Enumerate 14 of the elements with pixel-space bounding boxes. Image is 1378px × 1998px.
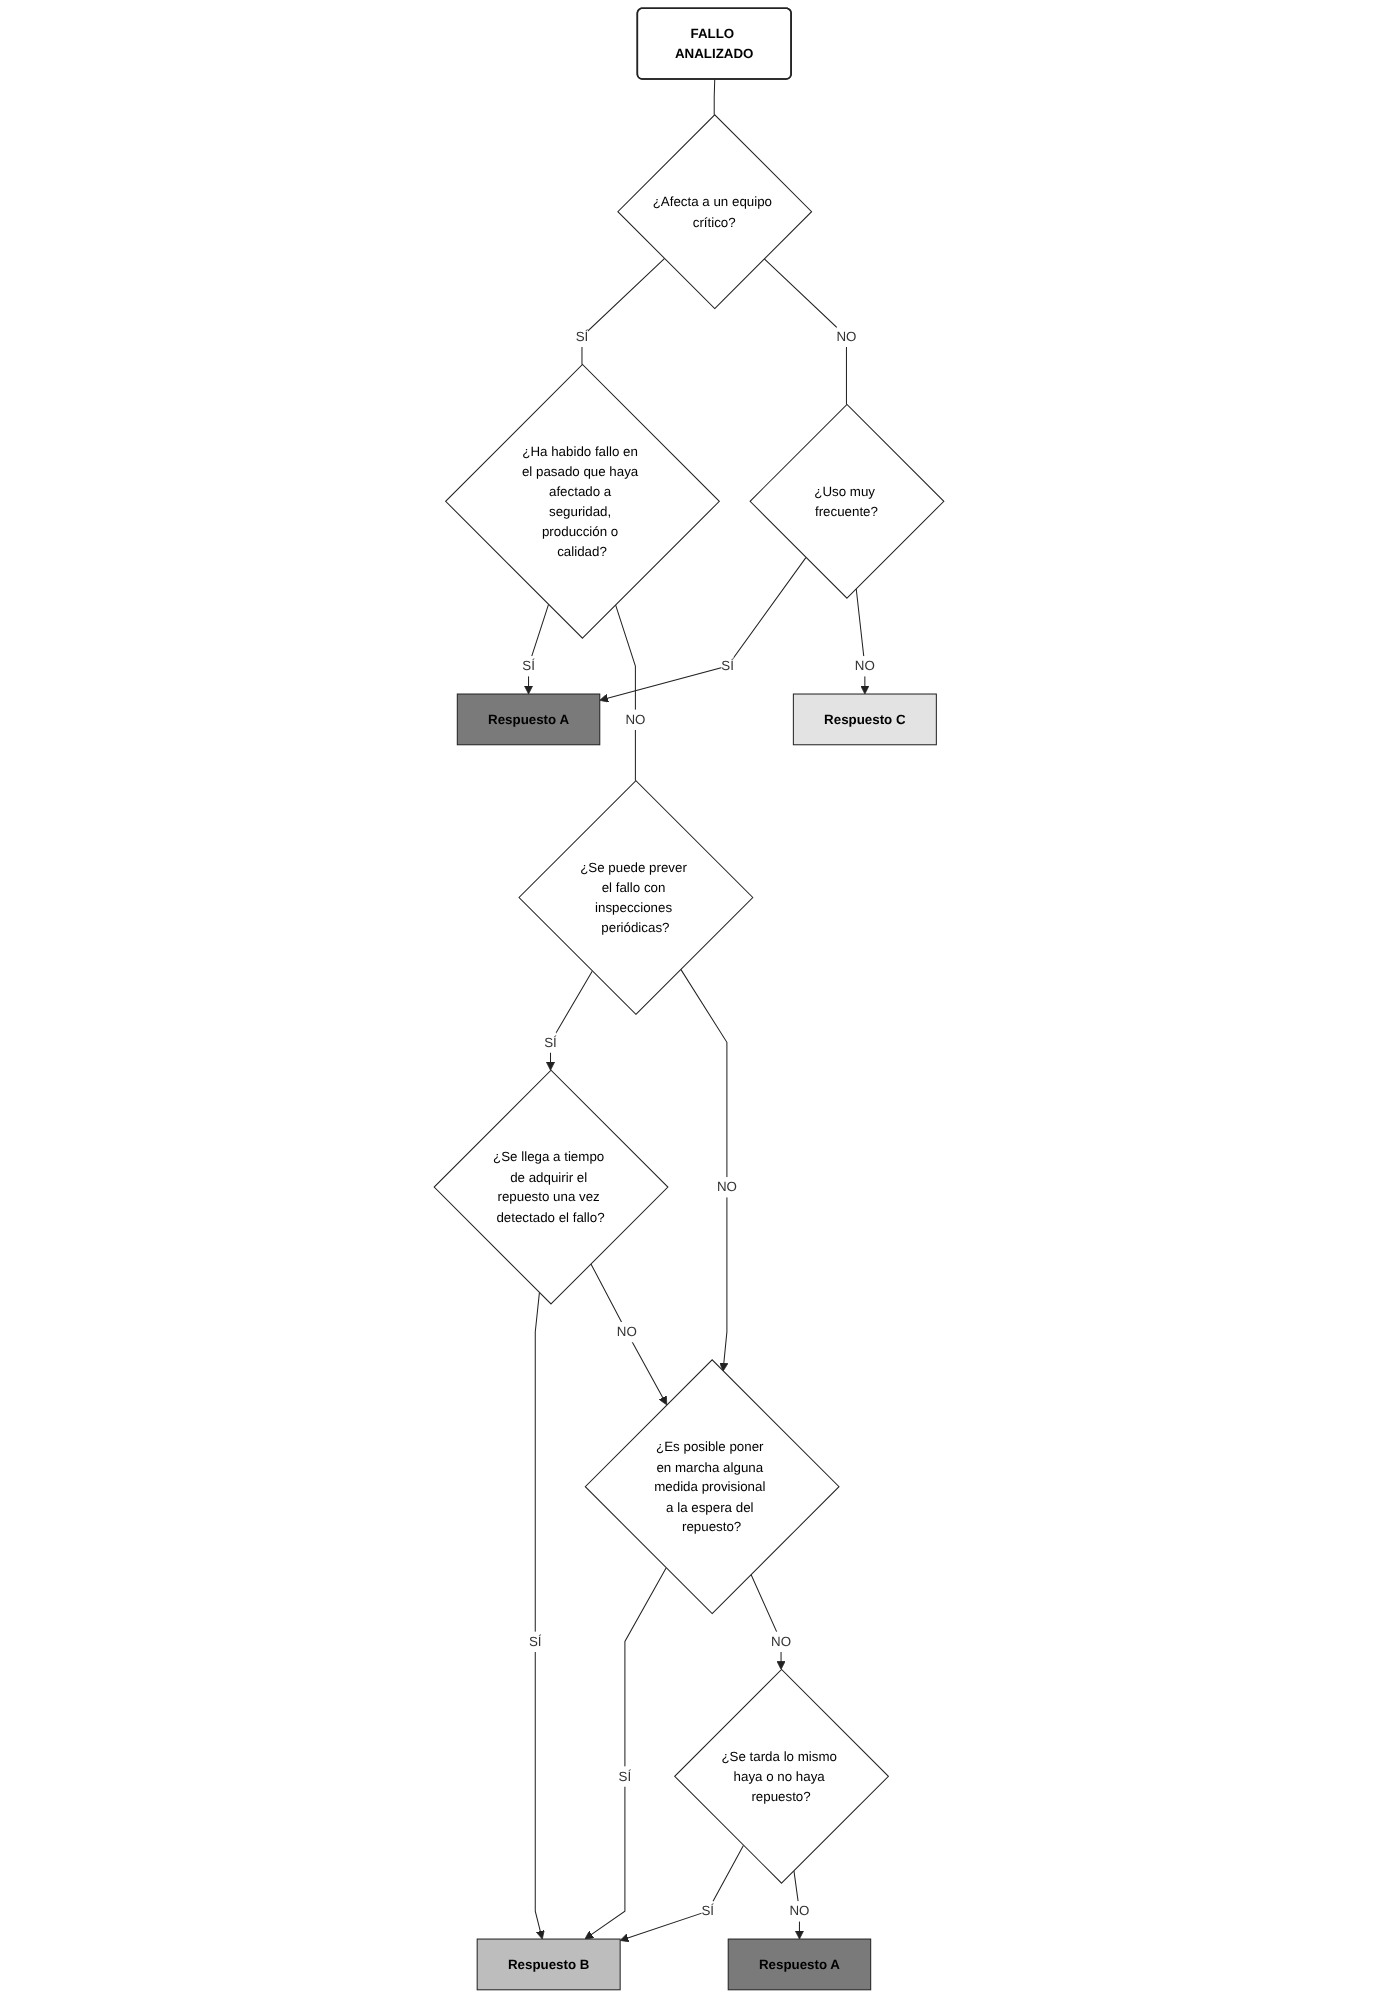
connector <box>614 604 636 782</box>
arrow <box>584 1567 667 1940</box>
arrow <box>619 1845 744 1943</box>
arrow <box>534 1292 545 1940</box>
arrow <box>680 968 729 1372</box>
arrow <box>546 970 593 1071</box>
arrow <box>590 1263 668 1406</box>
arrow <box>524 604 549 695</box>
arrow <box>750 1573 786 1670</box>
connector <box>713 78 716 116</box>
arrow <box>599 557 807 703</box>
connector <box>581 258 665 365</box>
arrow <box>855 587 870 695</box>
connector <box>763 258 847 405</box>
